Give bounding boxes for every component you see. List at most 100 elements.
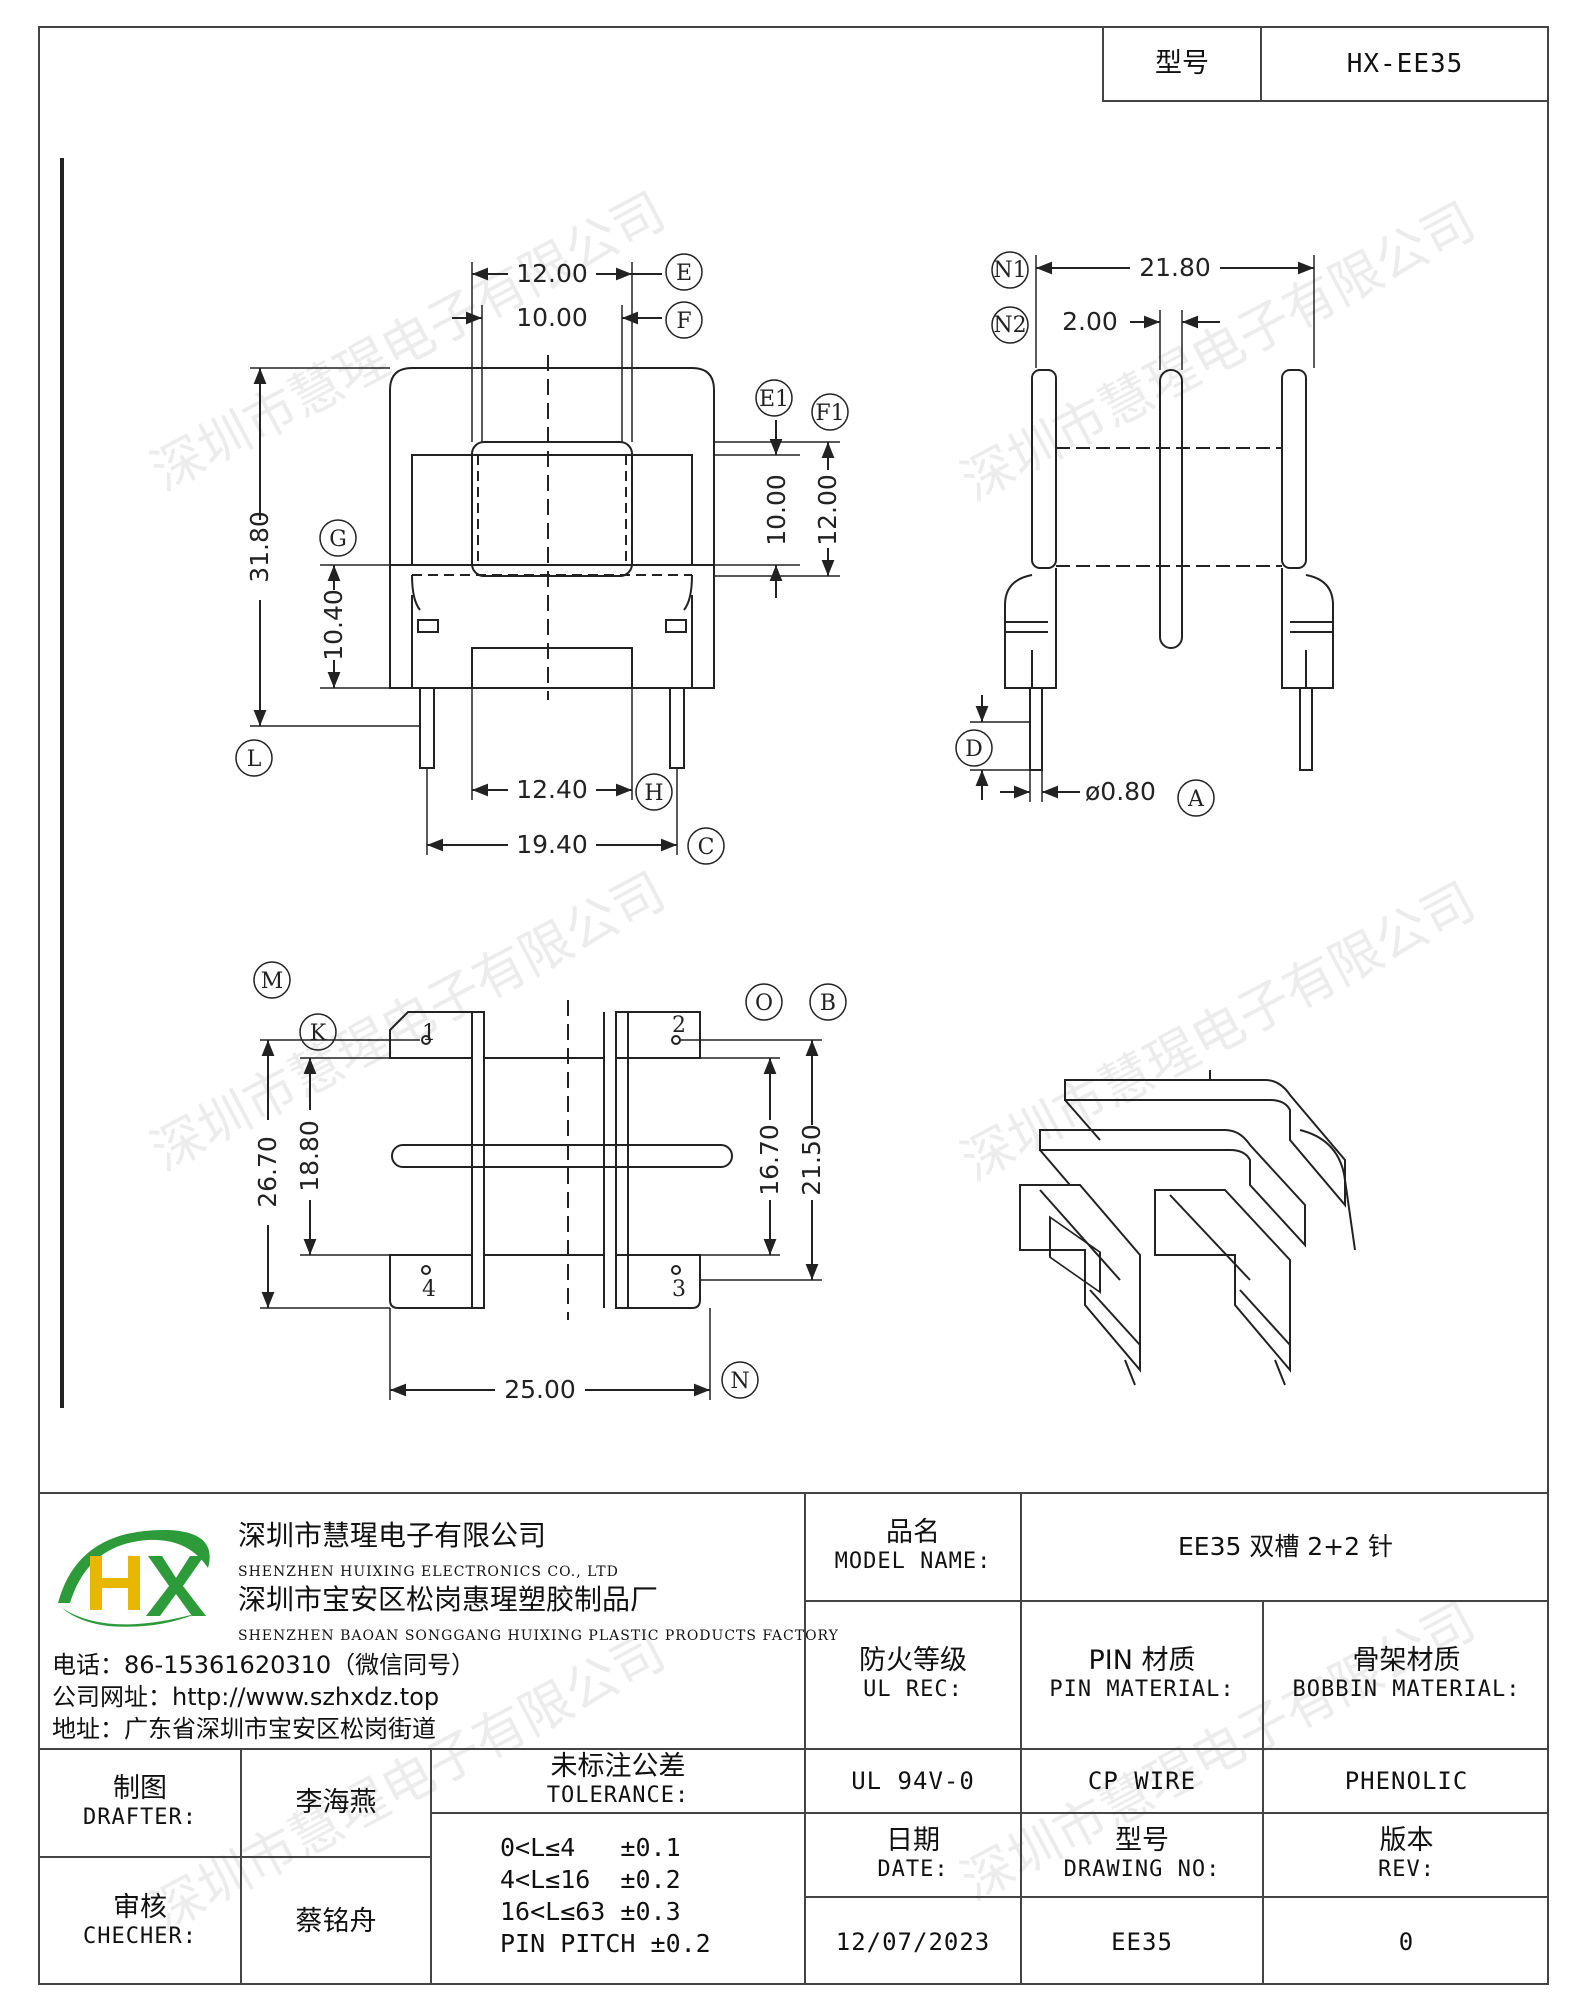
dim-n-width: 25.00 (504, 1375, 576, 1404)
ul-rec-label: 防火等级 UL REC: (806, 1602, 1020, 1748)
dim-e-top: 12.00 (516, 259, 588, 288)
ref-n2: N2 (993, 313, 1026, 338)
dim-b-height: 21.50 (797, 1124, 826, 1196)
ref-f1: F1 (815, 401, 844, 426)
bobbin-material-cn: 骨架材质 (1352, 1645, 1461, 1677)
tolerance-row-3: 16<L≤63 ±0.3 (500, 1897, 681, 1926)
date-en: DATE: (877, 1857, 949, 1883)
factory-name-cn: 深圳市宝安区松岗惠瑆塑胶制品厂 (238, 1583, 659, 1616)
dim-pin-dia: ø0.80 (1085, 777, 1156, 806)
drafter-value: 李海燕 (295, 1787, 377, 1819)
dim-o-height: 16.70 (755, 1124, 784, 1196)
front-view (250, 262, 840, 855)
side-view (970, 255, 1334, 802)
tb-line-4 (38, 1856, 430, 1858)
rev-label: 版本 REV: (1264, 1814, 1549, 1896)
checker-en: CHECHER: (83, 1923, 197, 1949)
checker-value: 蔡铭舟 (295, 1905, 377, 1937)
pin-2-label: 2 (672, 1013, 686, 1038)
company-address: 地址：广东省深圳市宝安区松岗街道 (52, 1715, 436, 1743)
ref-n: N (730, 1369, 749, 1394)
bobbin-material-value: PHENOLIC (1344, 1767, 1469, 1795)
bobbin-material-en: BOBBIN MATERIAL: (1292, 1677, 1521, 1703)
checker-label: 审核 CHECHER: (40, 1858, 240, 1985)
ref-c: C (698, 835, 715, 860)
header-mid-line (1260, 26, 1262, 102)
tb-line-1 (804, 1600, 1549, 1602)
ref-g: G (329, 527, 347, 552)
drafter-cn: 制图 (113, 1773, 167, 1805)
ref-k: K (310, 1021, 327, 1046)
drafter-label: 制图 DRAFTER: (40, 1750, 240, 1856)
tb-vline-5 (430, 1748, 432, 1985)
tolerance-row-4: PIN PITCH ±0.2 (500, 1929, 711, 1958)
bottom-view (260, 1000, 822, 1400)
drawing-no-en: DRAWING NO: (1063, 1857, 1221, 1883)
margin-bar (60, 158, 64, 1408)
drawing-no-label: 型号 DRAWING NO: (1022, 1814, 1262, 1896)
drafter-en: DRAFTER: (83, 1805, 197, 1831)
ref-l: L (247, 747, 262, 772)
isometric-view (1019, 1070, 1356, 1386)
header-model-label: 型号 (1155, 48, 1209, 80)
ul-rec-en: UL REC: (863, 1677, 963, 1703)
dim-h-width: 12.40 (516, 775, 588, 804)
pin-material-en: PIN MATERIAL: (1049, 1677, 1235, 1703)
dim-c-width: 19.40 (516, 830, 588, 859)
pin-material-label: PIN 材质 PIN MATERIAL: (1022, 1602, 1262, 1748)
tolerance-label: 未标注公差 TOLERANCE: (432, 1750, 804, 1812)
header-model-value: HX-EE35 (1346, 49, 1464, 79)
ref-m: M (261, 969, 284, 994)
dim-g-height: 10.40 (319, 589, 348, 661)
pin-material-cn: PIN 材质 (1088, 1645, 1196, 1677)
ref-n1: N1 (993, 258, 1026, 283)
ref-e: E (676, 261, 692, 286)
header-top-line (1102, 26, 1549, 28)
tolerance-cn: 未标注公差 (550, 1751, 686, 1783)
company-name-en: SHENZHEN HUIXING ELECTRONICS CO., LTD (238, 1564, 619, 1580)
ref-f: F (676, 309, 691, 334)
company-logo (58, 1529, 210, 1627)
tolerance-list: 0<L≤4 ±0.1 4<L≤16 ±0.2 16<L≤63 ±0.3 PIN … (500, 1832, 711, 1960)
company-phone: 电话：86-15361620310（微信同号） (52, 1651, 476, 1679)
dim-f-top: 10.00 (516, 303, 588, 332)
ul-rec-cn: 防火等级 (859, 1645, 967, 1677)
ul-rec-value: UL 94V-0 (851, 1767, 975, 1795)
tb-top-line (38, 1492, 1549, 1494)
date-value: 12/07/2023 (835, 1927, 991, 1956)
dim-height: 31.80 (245, 511, 274, 583)
pin-1-label: 1 (422, 1021, 436, 1046)
header-left-line (1102, 26, 1104, 102)
ref-d: D (965, 737, 983, 762)
tolerance-en: TOLERANCE: (546, 1783, 690, 1809)
tb-line-3 (430, 1812, 1549, 1814)
model-name-cn: 品名 (886, 1517, 940, 1549)
ref-a: A (1187, 787, 1205, 812)
pin-material-value: CP WIRE (1087, 1767, 1197, 1795)
checker-cn: 审核 (113, 1891, 167, 1923)
drawing-frame (38, 26, 1549, 1985)
company-name-cn: 深圳市慧瑆电子有限公司 (238, 1519, 547, 1552)
ref-h: H (644, 781, 663, 806)
dim-n2-width: 2.00 (1062, 307, 1118, 336)
dim-f1: 12.00 (813, 474, 842, 546)
ref-o: O (755, 991, 773, 1016)
date-cn: 日期 (886, 1825, 940, 1857)
factory-name-en: SHENZHEN BAOAN SONGGANG HUIXING PLASTIC … (238, 1628, 839, 1644)
pin-4-label: 4 (422, 1277, 436, 1302)
dim-m-height: 26.70 (253, 1136, 282, 1208)
tb-vline-1 (804, 1492, 806, 1985)
tb-vline-3 (1262, 1600, 1264, 1985)
rev-en: REV: (1378, 1857, 1435, 1883)
dim-n1-width: 21.80 (1139, 253, 1211, 282)
rev-value: 0 (1398, 1927, 1415, 1956)
tb-vline-4 (240, 1748, 242, 1985)
pin-3-label: 3 (672, 1277, 686, 1302)
date-label: 日期 DATE: (806, 1814, 1020, 1896)
model-name-en: MODEL NAME: (834, 1549, 992, 1575)
tb-line-5 (804, 1896, 1549, 1898)
rev-cn: 版本 (1379, 1825, 1434, 1857)
tolerance-row-1: 0<L≤4 ±0.1 (500, 1833, 681, 1862)
tb-line-2 (38, 1748, 1549, 1750)
drawing-no-value: EE35 (1111, 1927, 1173, 1956)
